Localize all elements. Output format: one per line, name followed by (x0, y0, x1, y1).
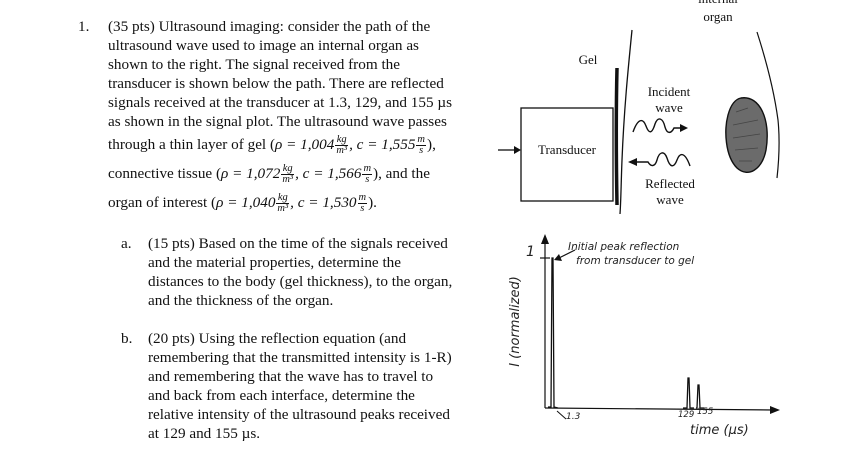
question-line: transducer is shown below the path. Ther… (108, 75, 444, 92)
part-a-line: distances to the body (gel thickness), t… (148, 273, 453, 290)
annotation-line2: from transducer to gel (576, 255, 695, 267)
incident-label-line2: wave (655, 100, 683, 115)
y-axis-label: I (normalized) (507, 276, 523, 367)
part-b-line: and remembering that the wave has to tra… (148, 368, 434, 385)
part-b-line: at 129 and 155 µs. (148, 425, 261, 442)
reflected-label-line1: Reflected (645, 176, 695, 191)
reflected-label-line2: wave (656, 192, 684, 207)
signal-x-arrowhead (770, 406, 780, 414)
question-line: shown to the right. The signal received … (108, 56, 401, 73)
signal-y-arrowhead (541, 234, 549, 244)
transducer-box (520, 107, 614, 202)
part-a-line: (15 pts) Based on the time of the signal… (148, 235, 448, 252)
reflected-wave-arrowhead (628, 158, 637, 166)
input-arrowhead (514, 146, 521, 154)
part-a-line: and the thickness of the organ. (148, 292, 334, 309)
organ-shading (732, 107, 761, 162)
internal-label: internal (688, 0, 748, 7)
peak-label-arrow (556, 410, 567, 420)
question-line: as shown in the signal plot. The ultraso… (108, 113, 447, 130)
tissue-boundary (619, 29, 633, 215)
y-tick-label: 1 (526, 244, 535, 260)
incident-wave (632, 118, 681, 134)
part-a-letter: a. (121, 235, 132, 252)
annotation-line1: Initial peak reflection (568, 241, 680, 253)
body-outline (756, 31, 780, 179)
organ-label: organ (703, 9, 733, 24)
peak-label-129: 129 (678, 410, 695, 420)
part-a-line: and the material properties, determine t… (148, 254, 402, 271)
incident-label-line1: Incident (647, 84, 691, 99)
peak-label-1-3: 1.3 (566, 412, 581, 422)
signal-peak-155 (696, 384, 704, 409)
question-line: signals received at the transducer at 1.… (108, 94, 453, 111)
part-b-line: remembering that the transmitted intensi… (148, 349, 452, 366)
peak-label-155: 155 (697, 407, 714, 417)
signal-peak-1-3 (548, 257, 559, 409)
signal-x-axis (544, 407, 775, 411)
part-b-letter: b. (121, 330, 133, 347)
gel-layer (614, 67, 619, 206)
gel-label: Gel (578, 52, 598, 67)
question-line: (35 pts) Ultrasound imaging: consider th… (108, 18, 431, 35)
annotation-arrow (558, 249, 576, 259)
question-line: ultrasound wave used to image an interna… (108, 37, 419, 54)
x-axis-label: time (µs) (690, 423, 749, 438)
part-b-line: relative intensity of the ultrasound pea… (148, 406, 450, 423)
question-number: 1. (78, 18, 90, 35)
signal-peak-129 (683, 377, 694, 409)
part-b-line: and back from each interface, determine … (148, 387, 415, 404)
part-b-line: (20 pts) Using the reflection equation (… (148, 330, 407, 347)
annotation-arrowhead (554, 254, 562, 261)
transducer-label: Transducer (537, 142, 596, 157)
internal-organ (725, 97, 768, 173)
incident-wave-arrowhead (680, 124, 688, 132)
reflected-wave (636, 152, 691, 167)
